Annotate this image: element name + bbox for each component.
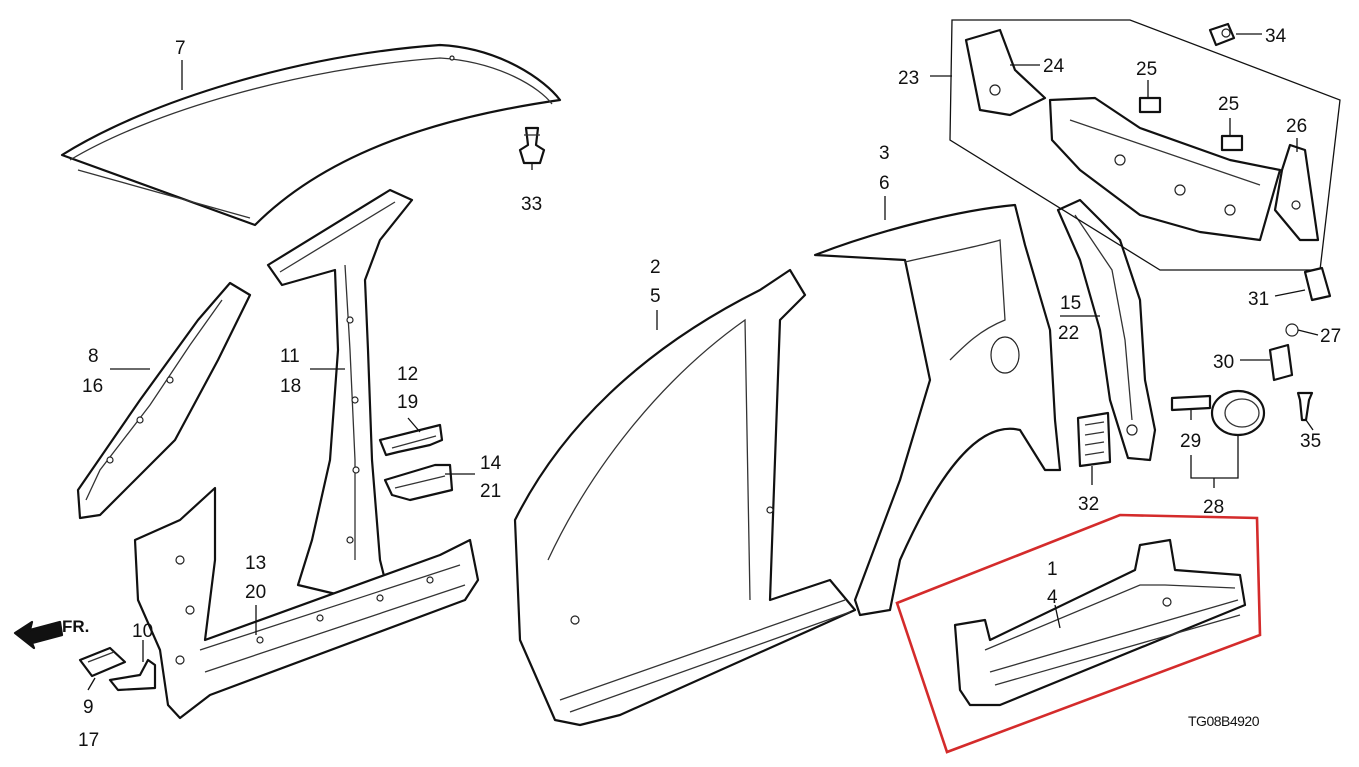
clip-part-33[interactable] [518,126,546,165]
callout-18: 18 [280,376,301,397]
highlight-box [895,513,1262,754]
fuel-lid-hinge-part-31[interactable] [1303,266,1332,302]
callout-14: 14 [480,453,502,474]
callout-7: 7 [175,38,186,59]
callout-25b: 25 [1218,94,1239,115]
callout-26: 26 [1286,116,1307,137]
callout-11: 11 [280,346,300,367]
callout-15: 15 [1060,293,1081,314]
callout-16: 16 [82,376,103,397]
rear-gusset-part-26[interactable] [1273,143,1320,242]
callout-8: 8 [88,346,99,367]
spring-part-27[interactable] [1285,323,1299,337]
callout-24: 24 [1043,56,1065,77]
callout-3: 3 [879,143,890,164]
callout-10: 10 [132,621,153,642]
callout-34: 34 [1265,26,1287,47]
callout-21: 21 [480,481,501,502]
bracket-part-9-17[interactable] [78,646,127,678]
front-label: FR. [62,617,89,636]
outer-panel-rear-part-3-6[interactable] [813,203,1062,617]
callout-32: 32 [1078,494,1099,515]
callout-25a: 25 [1136,59,1157,80]
callout-9: 9 [83,697,94,718]
bracket-part-12-19[interactable] [378,423,444,457]
fuel-lid-part-28[interactable] [1210,389,1266,437]
rear-gusset-part-24[interactable] [964,28,1047,117]
inner-sill-part-13-20[interactable] [133,486,480,720]
bolt-part-34[interactable] [1208,22,1236,47]
callout-35: 35 [1300,431,1321,452]
screw-part-35[interactable] [1296,391,1314,422]
rear-inner-pillar-part-15-22[interactable] [1056,198,1157,462]
diagram-code: TG08B4920 [1188,713,1260,729]
callout-17: 17 [78,730,99,751]
grille-part-32[interactable] [1076,411,1112,468]
front-direction-arrow: FR. [13,617,89,650]
roof-rail-part-8-16[interactable] [76,281,252,520]
rear-panel-part-23[interactable] [1048,96,1282,242]
callout-12: 12 [397,364,418,385]
callout-20: 20 [245,582,266,603]
callout-1: 1 [1047,559,1058,580]
outer-sill-part-1-4[interactable] [953,538,1247,707]
clip-part-25b[interactable] [1220,134,1244,152]
callout-28: 28 [1203,497,1224,518]
bracket-part-10[interactable] [108,658,157,692]
fuel-lid-clip-part-29[interactable] [1170,394,1212,412]
callout-19: 19 [397,392,418,413]
bracket-part-14-21[interactable] [383,463,454,502]
callout-23: 23 [898,68,919,89]
roof-panel-part-7[interactable] [60,43,562,227]
callout-31: 31 [1248,289,1269,310]
clip-part-25a[interactable] [1138,96,1162,114]
callout-22: 22 [1058,323,1079,344]
callout-29: 29 [1180,431,1201,452]
callout-33: 33 [521,194,542,215]
callout-5: 5 [650,286,661,307]
fuel-lid-latch-part-30[interactable] [1268,343,1294,382]
leader-lines [87,33,1319,691]
callout-4: 4 [1047,587,1058,608]
callout-27: 27 [1320,326,1341,347]
callout-labels: 7 33 8 16 11 18 12 19 14 21 13 20 10 9 1… [78,26,1341,751]
callout-13: 13 [245,553,266,574]
callout-30: 30 [1213,352,1234,373]
callout-2: 2 [650,257,661,278]
callout-6: 6 [879,173,890,194]
outer-panel-front-part-2-5[interactable] [513,268,857,727]
